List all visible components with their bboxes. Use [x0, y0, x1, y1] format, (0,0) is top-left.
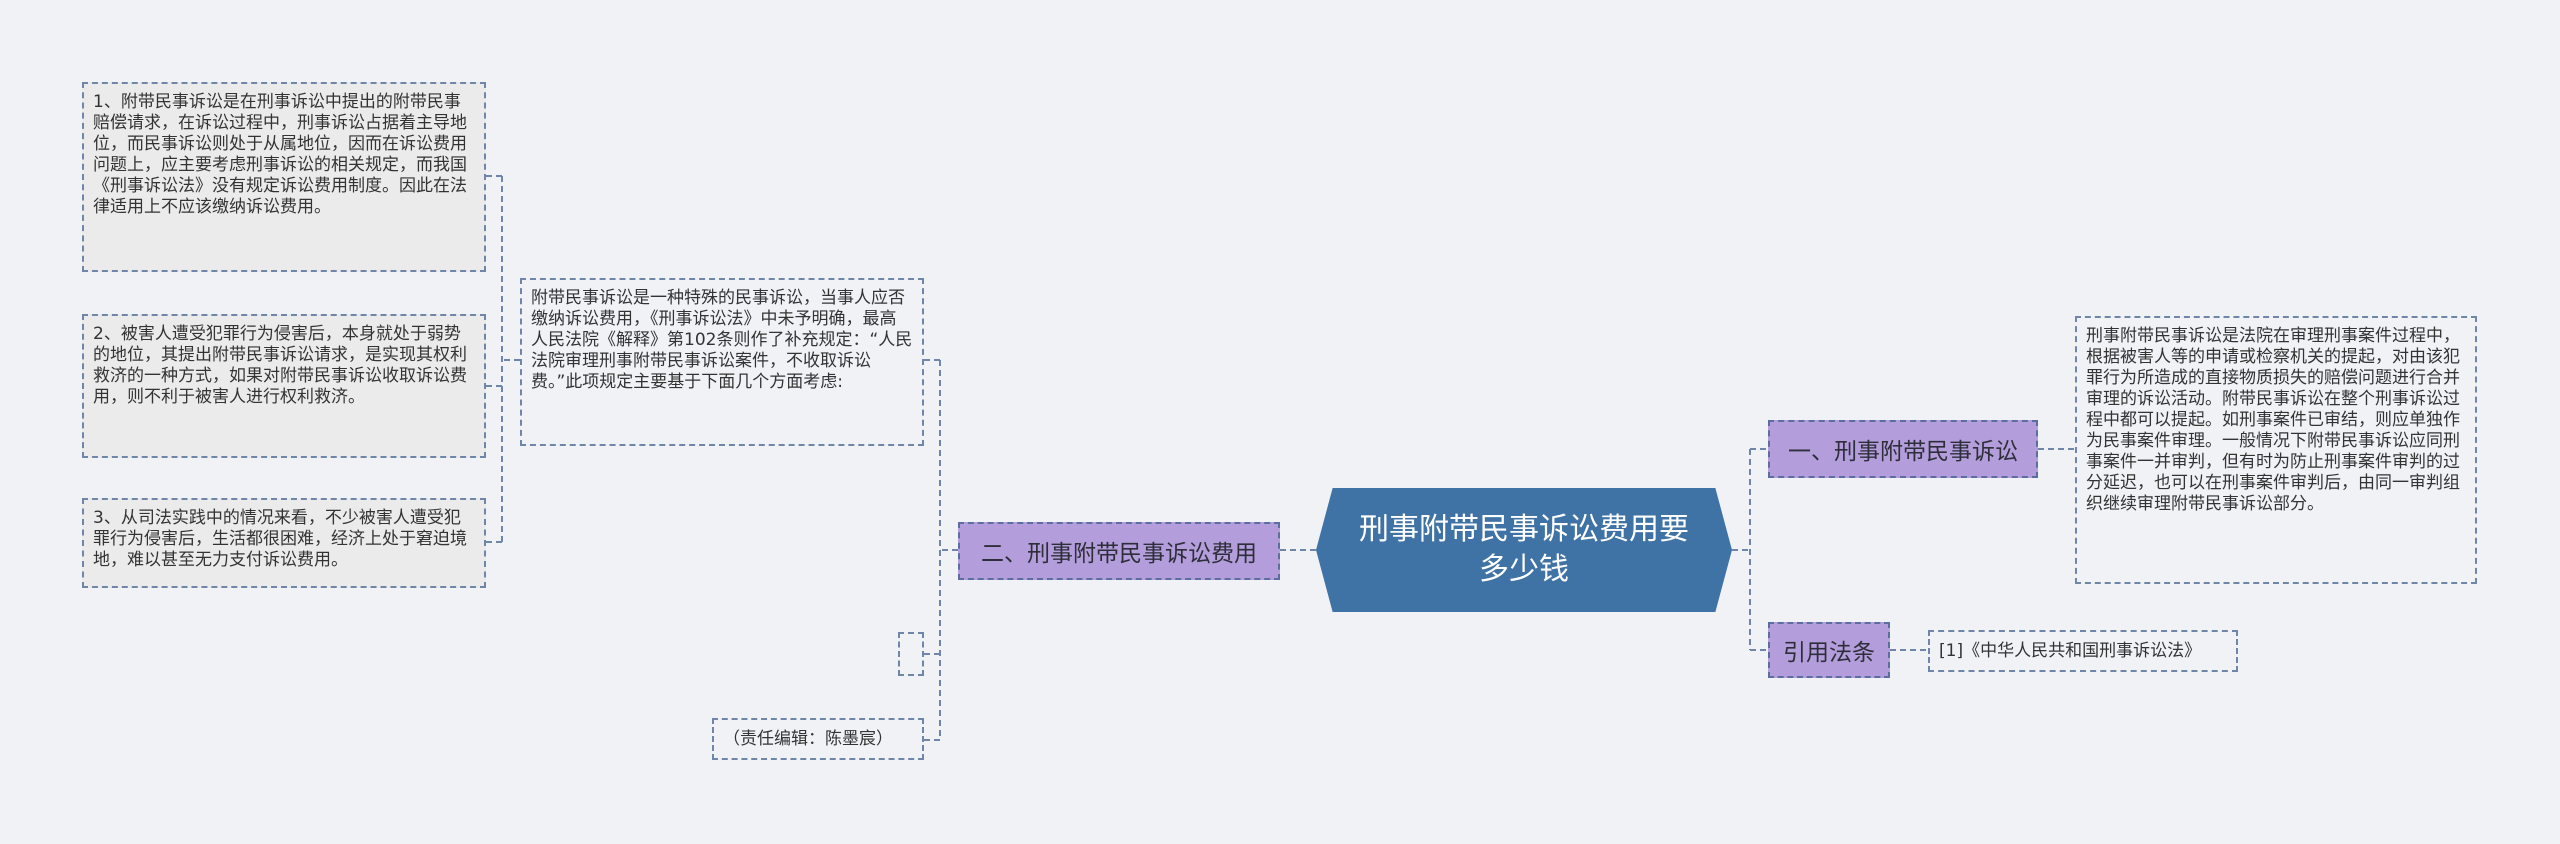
leaf-text: 刑事附带民事诉讼是法院在审理刑事案件过程中，根据被害人等的申请或检察机关的提起，…: [2086, 326, 2460, 514]
branch-cited-laws[interactable]: 引用法条: [1768, 622, 1890, 678]
leaf-reason-2[interactable]: 2、被害人遭受犯罪行为侵害后，本身就处于弱势的地位，其提出附带民事诉讼请求，是实…: [82, 314, 486, 458]
leaf-text: 附带民事诉讼是一种特殊的民事诉讼，当事人应否缴纳诉讼费用，《刑事诉讼法》中未予明…: [531, 288, 913, 392]
root-topic-label: 刑事附带民事诉讼费用要多少钱: [1359, 512, 1689, 587]
leaf-text: 2、被害人遭受犯罪行为侵害后，本身就处于弱势的地位，其提出附带民事诉讼请求，是实…: [93, 324, 467, 407]
branch-label: 引用法条: [1783, 640, 1875, 666]
connector-root-right: [1732, 448, 1768, 651]
leaf-text: （责任编辑：陈墨宸）: [723, 729, 893, 749]
leaf-text: [1]《中华人民共和国刑事诉讼法》: [1939, 641, 2202, 661]
leaf-reason-3[interactable]: 3、从司法实践中的情况来看，不少被害人遭受犯罪行为侵害后，生活都很困难，经济上处…: [82, 498, 486, 588]
leaf-fee-intro[interactable]: 附带民事诉讼是一种特殊的民事诉讼，当事人应否缴纳诉讼费用，《刑事诉讼法》中未予明…: [520, 278, 924, 446]
branch-label: 二、刑事附带民事诉讼费用: [981, 541, 1257, 567]
branch-litigation-fees[interactable]: 二、刑事附带民事诉讼费用: [958, 522, 1280, 580]
leaf-reason-1[interactable]: 1、附带民事诉讼是在刑事诉讼中提出的附带民事赔偿请求，在诉讼过程中，刑事诉讼占据…: [82, 82, 486, 272]
root-topic[interactable]: 刑事附带民事诉讼费用要多少钱: [1316, 488, 1732, 612]
connector-left-children: [924, 359, 958, 741]
leaf-definition[interactable]: 刑事附带民事诉讼是法院在审理刑事案件过程中，根据被害人等的申请或检察机关的提起，…: [2075, 316, 2477, 584]
leaf-text: 3、从司法实践中的情况来看，不少被害人遭受犯罪行为侵害后，生活都很困难，经济上处…: [93, 508, 467, 570]
branch-label: 一、刑事附带民事诉讼: [1788, 439, 2018, 465]
leaf-empty[interactable]: [898, 632, 924, 676]
connector-intro-reasons: [486, 175, 520, 543]
branch-criminal-civil-litigation[interactable]: 一、刑事附带民事诉讼: [1768, 420, 2038, 478]
leaf-law-reference[interactable]: [1]《中华人民共和国刑事诉讼法》: [1928, 630, 2238, 672]
leaf-text: 1、附带民事诉讼是在刑事诉讼中提出的附带民事赔偿请求，在诉讼过程中，刑事诉讼占据…: [93, 92, 467, 217]
leaf-editor[interactable]: （责任编辑：陈墨宸）: [712, 718, 924, 760]
